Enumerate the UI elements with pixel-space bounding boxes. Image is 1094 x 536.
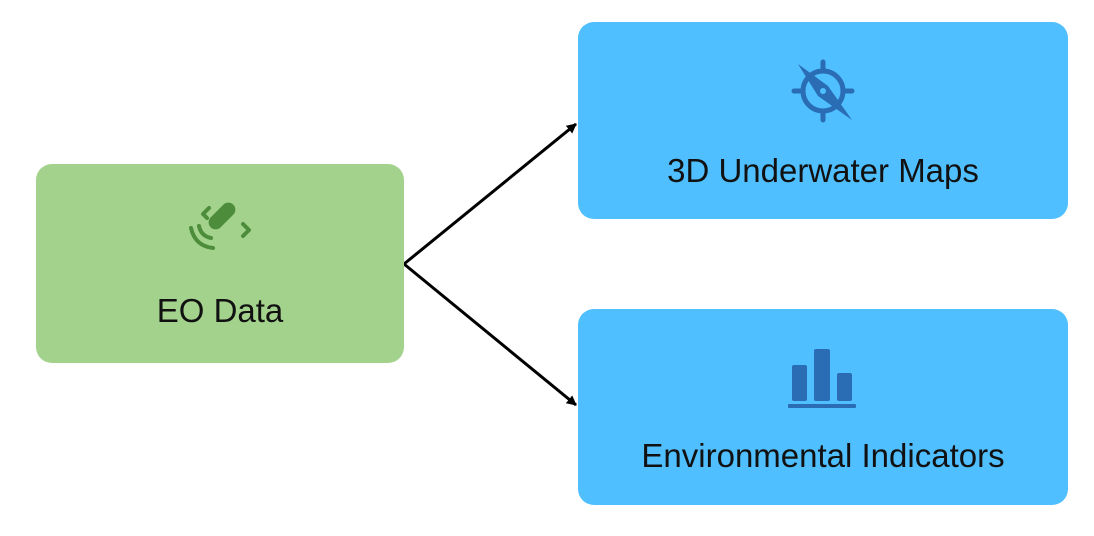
compass-icon: [791, 59, 855, 123]
node-eo-data[interactable]: EO Data: [36, 164, 404, 363]
satellite-icon: [189, 202, 251, 250]
node-label: 3D Underwater Maps: [667, 152, 979, 189]
bar-chart-icon: [788, 349, 856, 408]
node-label: Environmental Indicators: [641, 437, 1005, 474]
node-3d-underwater-maps[interactable]: 3D Underwater Maps: [578, 22, 1068, 219]
arrow-eo-to-indicators: [403, 262, 577, 407]
arrow-eo-to-maps: [403, 122, 577, 266]
node-environmental-indicators[interactable]: Environmental Indicators: [578, 309, 1068, 505]
node-label: EO Data: [156, 292, 284, 329]
